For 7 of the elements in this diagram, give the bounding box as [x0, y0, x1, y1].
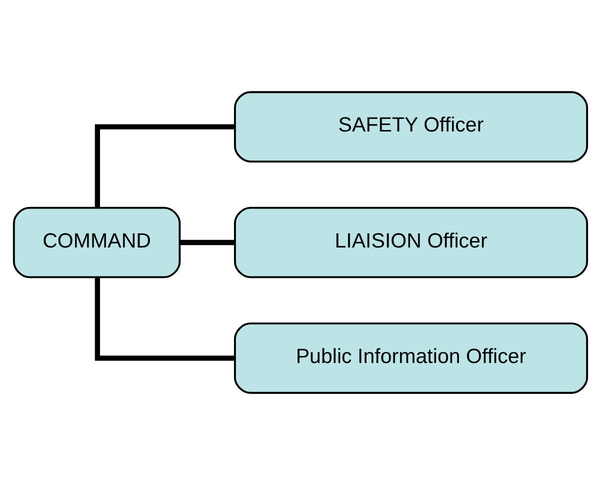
node-box: COMMAND [12, 206, 181, 278]
connector [94, 277, 235, 361]
node-box: Public Information Officer [234, 322, 588, 394]
node-box: SAFETY Officer [234, 91, 588, 162]
connector [94, 124, 235, 208]
node-box: LIAISION Officer [234, 206, 588, 278]
connector [180, 240, 234, 246]
